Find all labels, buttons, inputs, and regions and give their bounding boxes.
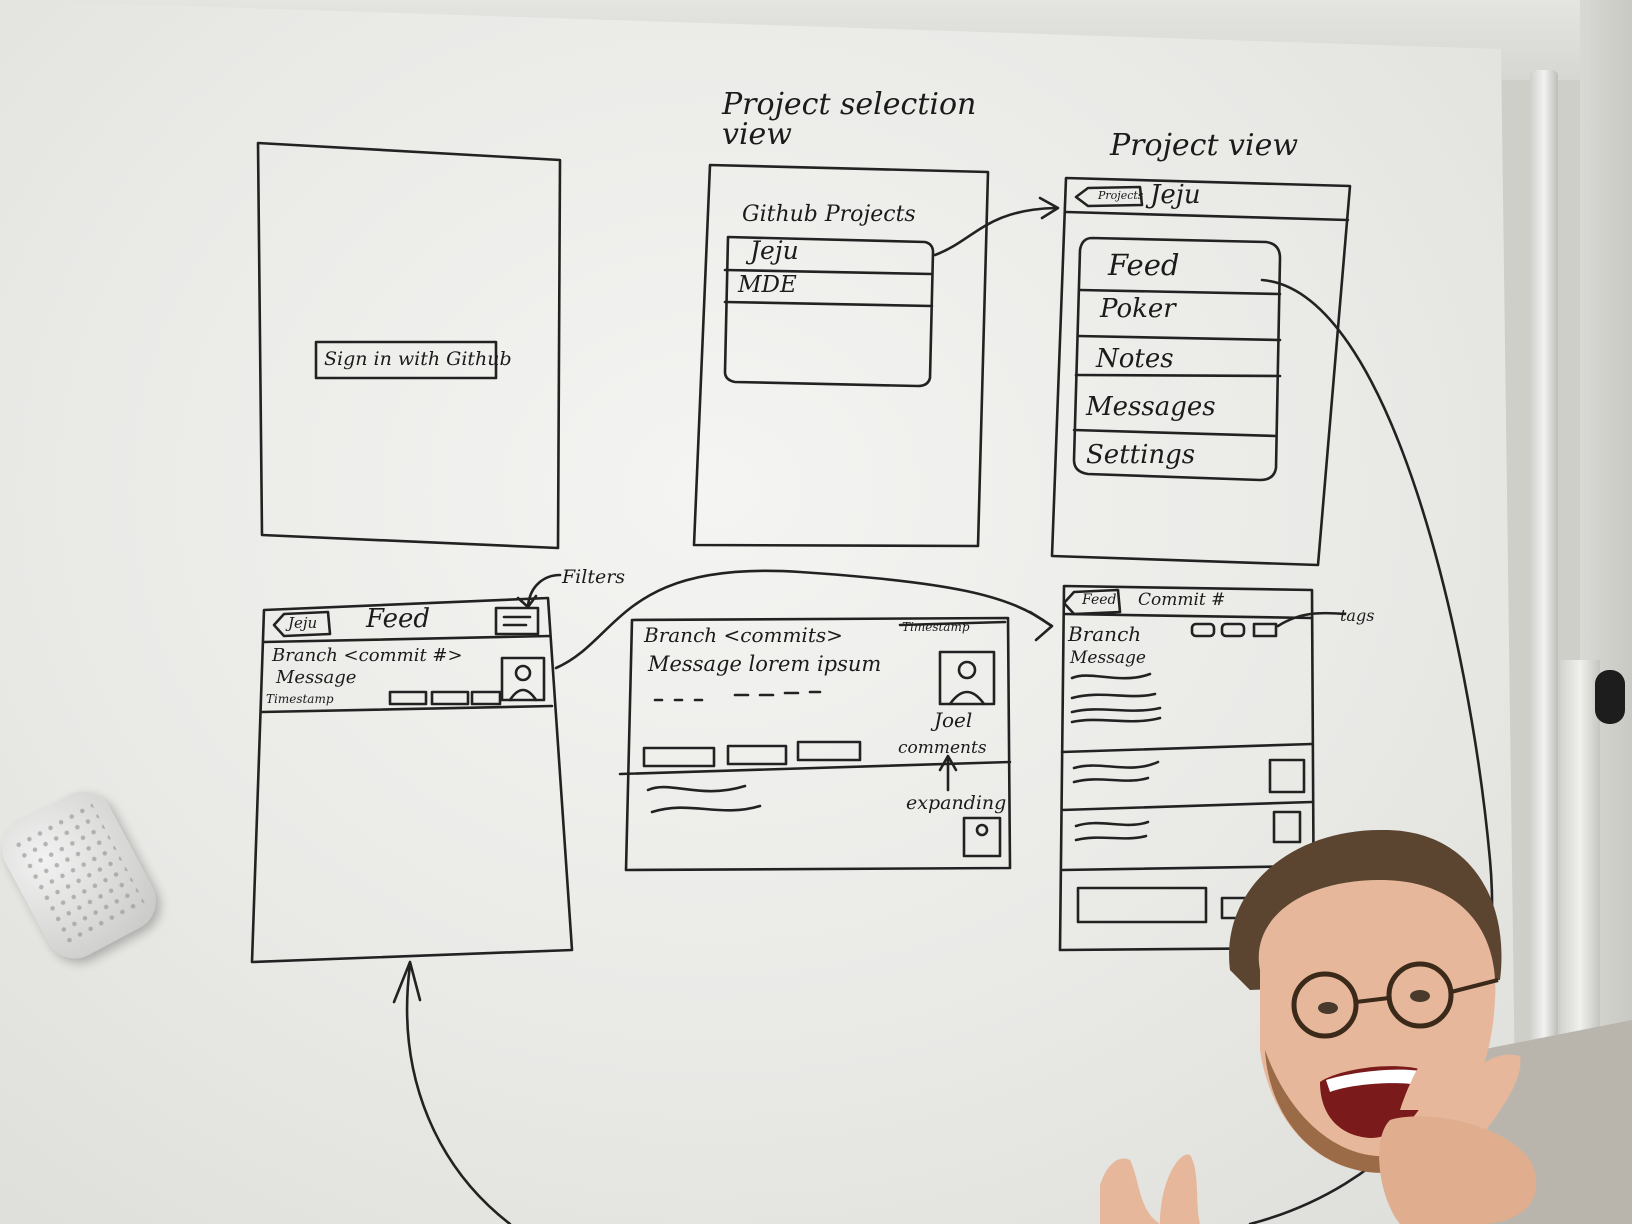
arrow-to-commit-view [554, 569, 1052, 670]
commit-detail-timestamp: Timestamp [902, 620, 970, 634]
filters-note: Filters [562, 566, 626, 588]
menu-item-poker: Poker [1100, 294, 1176, 324]
whiteboard-hinge [1560, 660, 1600, 1040]
menu-item-messages: Messages [1086, 392, 1216, 422]
person-photo [1100, 829, 1632, 1224]
back-button-feed [1062, 588, 1122, 616]
commit-view-message: Message [1070, 648, 1146, 668]
project-item-jeju: Jeju [750, 236, 799, 265]
project-item-mde: MDE [738, 272, 797, 298]
whiteboard-knob [1595, 670, 1625, 724]
commit-view-branch: Branch [1068, 622, 1142, 646]
signin-button-label: Sign in with Github [324, 348, 512, 370]
commit-detail-message: Message lorem ipsum [648, 652, 882, 676]
commit-detail-branch: Branch <commits> [644, 623, 843, 647]
project-selection-frame [692, 163, 990, 548]
menu-item-feed: Feed [1108, 248, 1180, 282]
back-button-jeju [272, 610, 332, 638]
expanding-note: expanding [906, 792, 1007, 814]
menu-item-settings: Settings [1086, 440, 1196, 470]
author-avatar [938, 650, 996, 706]
comment-input [1076, 886, 1208, 924]
heading-project-view: Project view [1110, 128, 1299, 163]
back-button-jeju-label: Jeju [288, 614, 318, 632]
project-view-title: Jeju [1150, 180, 1201, 210]
whiteboard-frame [1530, 70, 1558, 1170]
project-view-frame [1050, 176, 1352, 567]
signin-button-frame [314, 340, 498, 380]
arrow-to-project-view [933, 206, 1057, 257]
commit-detail-comments: comments [898, 738, 987, 758]
arrow-up-to-feed [405, 963, 512, 1224]
comment-avatar [962, 816, 1002, 858]
back-button-projects-label: Projects [1098, 189, 1144, 202]
project-menu-frame [1072, 236, 1282, 482]
feed-row-message: Message [276, 667, 357, 688]
feed-title: Feed [366, 604, 431, 634]
commit-detail-frame [624, 616, 1012, 872]
project-list-frame [723, 235, 935, 388]
avatar-icon-feed [500, 656, 546, 702]
feed-row-timestamp: Timestamp [266, 692, 334, 706]
feed-screen-frame [250, 596, 574, 964]
commit-detail-author: Joel [934, 708, 973, 732]
project-list-title: Github Projects [742, 202, 916, 227]
feed-row-branch: Branch <commit #> [272, 645, 463, 666]
back-button-projects [1074, 185, 1144, 208]
tags-note: tags [1340, 606, 1375, 625]
signin-screen-frame [256, 141, 562, 550]
menu-item-notes: Notes [1096, 344, 1174, 374]
heading-project-selection: Project selection view [722, 87, 977, 152]
back-button-feed-label: Feed [1082, 592, 1117, 608]
commit-view-title: Commit # [1138, 590, 1226, 610]
filters-icon [494, 606, 540, 636]
